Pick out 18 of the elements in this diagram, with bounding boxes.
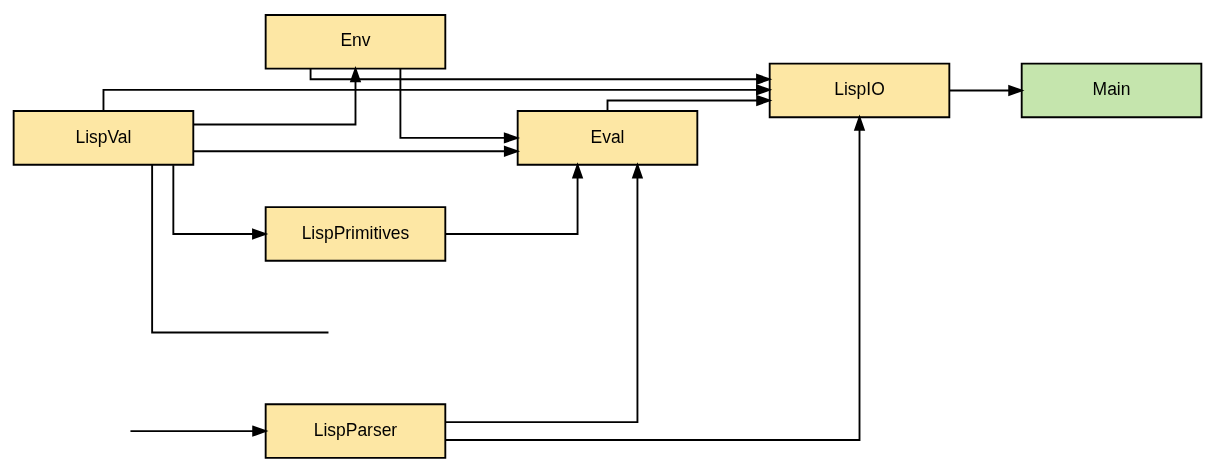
arrow xyxy=(606,94,773,112)
node-box: LispPrimitives xyxy=(264,205,447,262)
arrow xyxy=(192,145,521,157)
arrow xyxy=(172,163,269,240)
arrow xyxy=(444,114,866,441)
arrow xyxy=(444,161,584,235)
arrow xyxy=(948,84,1025,96)
node-box: LispParser xyxy=(264,402,447,459)
node-box: Main xyxy=(1020,62,1203,118)
arrow xyxy=(102,83,773,112)
node-box: LispIO xyxy=(768,62,951,118)
connector xyxy=(151,163,330,333)
arrow xyxy=(129,424,269,437)
arrow xyxy=(399,67,521,144)
node-box: Env xyxy=(264,13,447,70)
node-box: LispVal xyxy=(12,109,195,166)
node-box: Eval xyxy=(516,109,699,166)
arrow xyxy=(444,161,644,423)
